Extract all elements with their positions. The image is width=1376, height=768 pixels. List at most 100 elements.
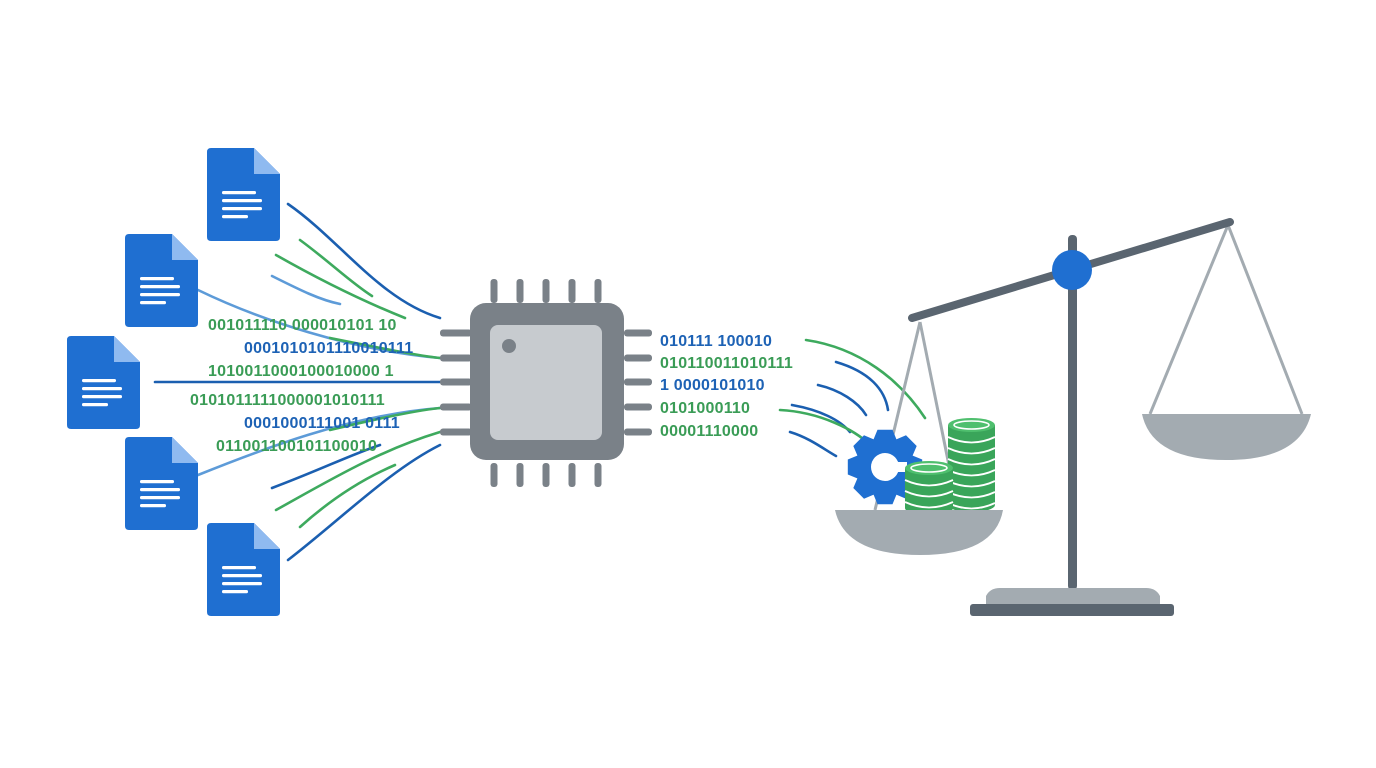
document-icon [207, 523, 280, 616]
coin-edge [904, 501, 954, 509]
coin-top [948, 418, 995, 432]
coin-top-ring [910, 463, 948, 473]
document-text-line [140, 496, 180, 500]
chip-pin [440, 403, 472, 411]
document-text-line [140, 301, 166, 305]
document-fold [172, 234, 198, 260]
coin-edge [947, 447, 996, 455]
chip-pin [542, 463, 550, 487]
chip-pin [490, 463, 498, 487]
stream-line-13 [286, 443, 442, 562]
document-text-line [82, 387, 122, 391]
document-fold [254, 148, 280, 174]
chip-pin [490, 279, 498, 303]
document-icon [125, 234, 198, 327]
document-text-line [140, 277, 174, 281]
input-binary-row: 0001010101110010111 [244, 340, 413, 357]
coin-edge [904, 490, 954, 498]
output-stream-line [834, 360, 890, 412]
output-binary-row: 1 0000101010 [660, 377, 765, 394]
input-binary-row: 0101011111000001010111 [190, 392, 385, 409]
input-binary-row: 0001000111001 0111 [244, 415, 400, 432]
stream-line-9 [328, 406, 442, 432]
chip-pin [440, 378, 472, 386]
cpu-chip-icon [440, 279, 652, 487]
output-binary-row: 010111 100010 [660, 333, 772, 350]
chip-die [490, 325, 602, 440]
output-stream-line [816, 383, 868, 417]
document-text-line [222, 582, 262, 586]
coin-top [905, 461, 953, 475]
gear-notch [885, 462, 907, 472]
document-text-line [222, 574, 262, 578]
chip-pin [440, 354, 472, 362]
document-text-line [222, 191, 256, 195]
document-text-line [140, 488, 180, 492]
coin-edge [947, 436, 996, 444]
stream-line-2 [274, 253, 407, 320]
scale-base-bar [970, 604, 1174, 616]
document-text-line [140, 480, 174, 484]
chip-pin [624, 354, 652, 362]
chip-pin [568, 279, 576, 303]
stream-line-6 [328, 336, 442, 360]
document-text-line [222, 590, 248, 594]
stream-line-4 [270, 274, 342, 306]
input-binary-group: 001011110 000010101 10 000101010111001011… [190, 317, 413, 455]
document-text-line [140, 504, 166, 508]
chip-pin [568, 463, 576, 487]
chip-pin [624, 329, 652, 337]
document-body [125, 437, 198, 530]
document-icon [207, 148, 280, 241]
output-stream-line [804, 338, 927, 420]
stream-line-11 [274, 430, 442, 512]
document-text-line [82, 395, 122, 399]
input-data-streams [153, 202, 442, 562]
coin-top-ring [953, 420, 990, 430]
output-binary-row: 00001110000 [660, 423, 758, 440]
document-icon [67, 336, 140, 429]
document-icon [125, 437, 198, 530]
stream-line-8 [196, 406, 442, 477]
scale-pole [1068, 235, 1077, 590]
chip-pin [440, 329, 472, 337]
stream-line-5 [196, 288, 442, 360]
document-body [207, 523, 280, 616]
chip-pin [624, 428, 652, 436]
input-binary-row: 1010011000100010000 1 [208, 363, 394, 380]
input-binary-row: 001011110 000010101 10 [208, 317, 397, 334]
document-text-line [222, 199, 262, 203]
document-fold [172, 437, 198, 463]
output-binary-row: 0101000110 [660, 400, 750, 417]
balance-scale-icon [835, 218, 1311, 616]
chip-pin [542, 279, 550, 303]
document-body [67, 336, 140, 429]
document-fold [114, 336, 140, 362]
chip-pin [594, 279, 602, 303]
right-pan-strings [1148, 224, 1304, 415]
coin-edge [947, 458, 996, 466]
right-pan [1142, 414, 1311, 460]
coin-stack-bottom [948, 498, 995, 512]
document-body [125, 234, 198, 327]
document-text-line [82, 403, 108, 407]
output-data-streams [778, 338, 927, 458]
chip-pin [624, 403, 652, 411]
document-text-line [222, 215, 248, 219]
output-stream-line [788, 430, 838, 458]
output-binary-row: 010110011010111 [660, 355, 793, 372]
chip-pin [594, 463, 602, 487]
document-body [207, 148, 280, 241]
chip-pin [516, 463, 524, 487]
document-group [67, 148, 280, 616]
chip-pin [440, 428, 472, 436]
chip-pin [624, 378, 652, 386]
coin-edge [904, 479, 954, 487]
document-text-line [140, 285, 180, 289]
document-text-line [222, 566, 256, 570]
output-binary-group: 010111 100010 010110011010111 1 0000101010… [660, 333, 793, 440]
stream-line-10 [270, 443, 382, 490]
chip-orientation-dot [502, 339, 516, 353]
scale-pivot [1052, 250, 1092, 290]
